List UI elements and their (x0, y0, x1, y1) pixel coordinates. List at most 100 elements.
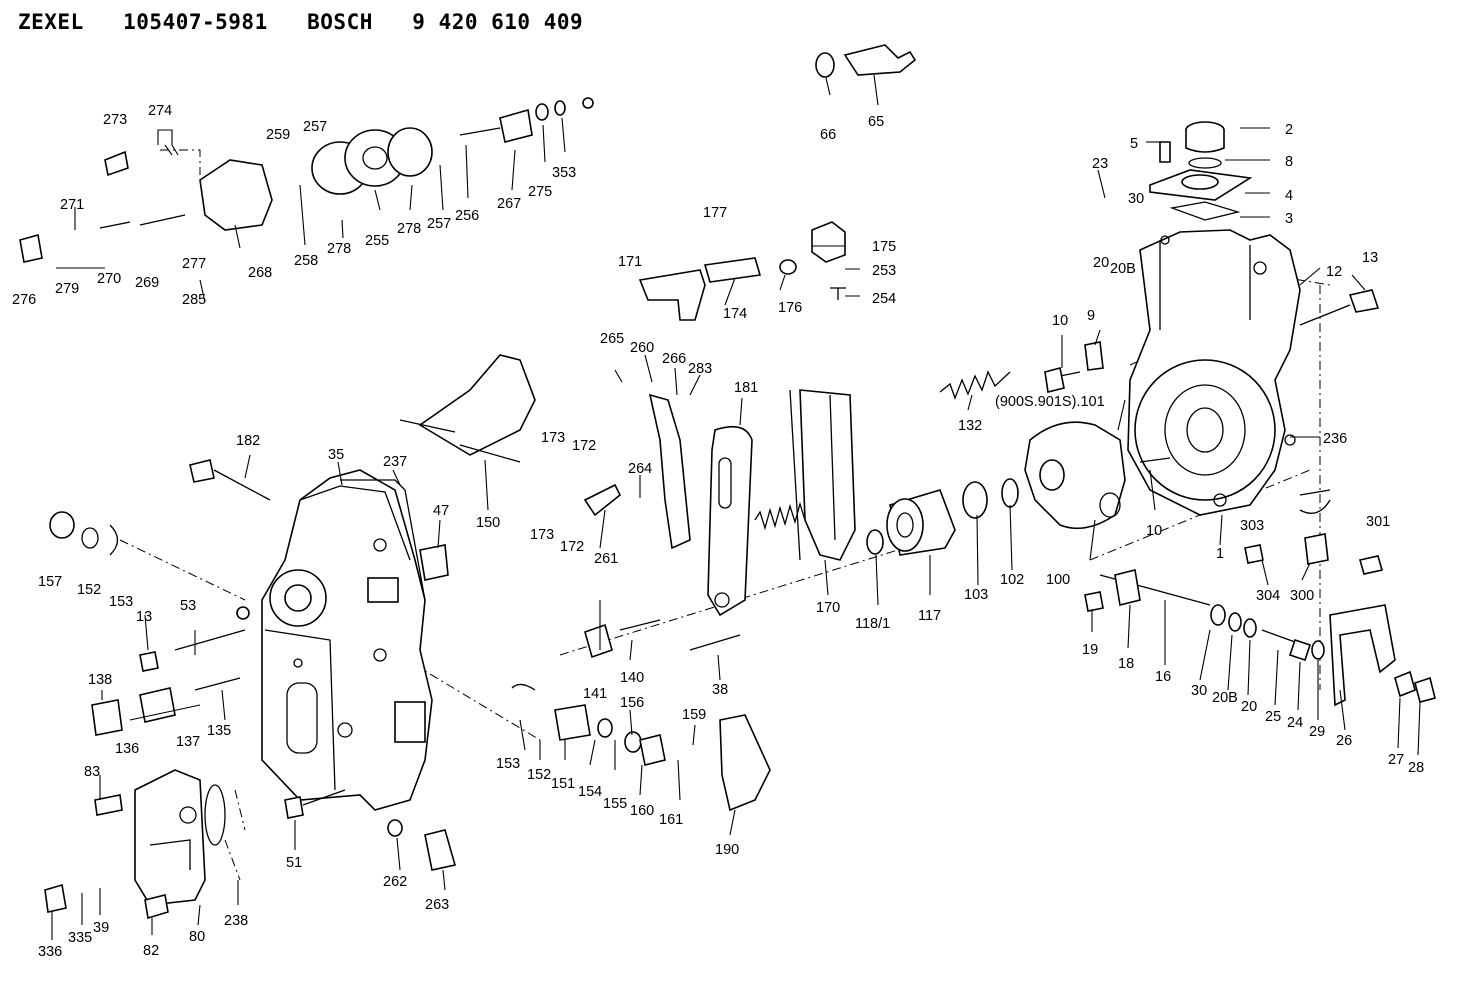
callout-159: 159 (682, 707, 706, 723)
callout-27: 27 (1388, 752, 1404, 768)
callout-20a: 20 (1093, 255, 1109, 271)
callout-1: 1 (1216, 546, 1224, 562)
callout-257b: 257 (427, 216, 451, 232)
callout-137: 137 (176, 734, 200, 750)
callout-182: 182 (236, 433, 260, 449)
callout-150: 150 (476, 515, 500, 531)
callout-10b: 10 (1146, 523, 1162, 539)
callout-9: 9 (1087, 308, 1095, 324)
callout-264: 264 (628, 461, 652, 477)
callout-152b: 152 (527, 767, 551, 783)
callout-260: 260 (630, 340, 654, 356)
callout-237: 237 (383, 454, 407, 470)
callout-83: 83 (84, 764, 100, 780)
callout-176: 176 (778, 300, 802, 316)
callout-261: 261 (594, 551, 618, 567)
callout-20b: 20 (1241, 699, 1257, 715)
callout-238: 238 (224, 913, 248, 929)
callout-156: 156 (620, 695, 644, 711)
callout-26: 26 (1336, 733, 1352, 749)
stop-lever (399, 354, 536, 463)
start-lever-linkage (583, 393, 691, 550)
callout-153a: 153 (109, 594, 133, 610)
callout-25: 25 (1265, 709, 1281, 725)
callout-278a: 278 (327, 241, 351, 257)
callout-13a: 13 (1362, 250, 1378, 266)
callout-300: 300 (1290, 588, 1314, 604)
callout-103: 103 (964, 587, 988, 603)
tension-lever (789, 389, 856, 561)
callout-265: 265 (600, 331, 624, 347)
callout-257a: 257 (303, 119, 327, 135)
callout-117: 117 (918, 608, 941, 624)
callout-175: 175 (872, 239, 896, 255)
callout-275: 275 (528, 184, 552, 200)
callout-262: 262 (383, 874, 407, 890)
callout-30b: 30 (1191, 683, 1207, 699)
switch-block (811, 221, 846, 300)
pump-body (1127, 229, 1301, 516)
callout-151: 151 (551, 776, 575, 792)
callout-268: 268 (248, 265, 272, 281)
callout-3: 3 (1285, 211, 1293, 227)
callout-173b: 173 (530, 527, 554, 543)
callout-65: 65 (868, 114, 884, 130)
callout-153b: 153 (496, 756, 520, 772)
callout-285: 285 (182, 292, 206, 308)
callout-172b: 172 (560, 539, 584, 555)
callout-2: 2 (1285, 122, 1293, 138)
callout-270: 270 (97, 271, 121, 287)
callout-28: 28 (1408, 760, 1424, 776)
callout-177: 177 (703, 205, 727, 221)
callout-136: 136 (115, 741, 139, 757)
callout-51: 51 (286, 855, 302, 871)
governor-spring (754, 501, 806, 531)
callout-258: 258 (294, 253, 318, 269)
callout-100: 100 (1046, 572, 1070, 588)
callout-266: 266 (662, 351, 686, 367)
callout-276: 276 (12, 292, 36, 308)
callout-8: 8 (1285, 154, 1293, 170)
callout-20Bb: 20B (1212, 690, 1238, 706)
callout-171: 171 (618, 254, 642, 270)
callout-141: 141 (583, 686, 607, 702)
callout-269: 269 (135, 275, 159, 291)
callout-155: 155 (603, 796, 627, 812)
callout-82: 82 (143, 943, 159, 959)
callout-30a: 30 (1128, 191, 1144, 207)
adjusting-screw-group (638, 257, 797, 321)
callout-24: 24 (1287, 715, 1303, 731)
callout-255: 255 (365, 233, 389, 249)
callout-140: 140 (620, 670, 644, 686)
callout-16: 16 (1155, 669, 1171, 685)
callout-271: 271 (60, 197, 84, 213)
callout-172a: 172 (572, 438, 596, 454)
callout-152a: 152 (77, 582, 101, 598)
callout-66: 66 (820, 127, 836, 143)
callout-259: 259 (266, 127, 290, 143)
callout-47: 47 (433, 503, 449, 519)
callout-29: 29 (1309, 724, 1325, 740)
callout-39: 39 (93, 920, 109, 936)
callout-263: 263 (425, 897, 449, 913)
callout-283: 283 (688, 361, 712, 377)
callout-5: 5 (1130, 136, 1138, 152)
callout-181: 181 (734, 380, 758, 396)
callout-160: 160 (630, 803, 654, 819)
callout-277: 277 (182, 256, 206, 272)
callout-118: 118/1 (855, 616, 890, 632)
callout-274: 274 (148, 103, 172, 119)
callout-101: (900S.901S).101 (995, 394, 1105, 410)
callout-170: 170 (816, 600, 840, 616)
callout-135: 135 (207, 723, 231, 739)
right-side-parts (1084, 489, 1436, 707)
misc-parts (189, 289, 1380, 871)
callout-173a: 173 (541, 430, 565, 446)
callout-23: 23 (1092, 156, 1108, 172)
callout-278b: 278 (397, 221, 421, 237)
callout-154: 154 (578, 784, 602, 800)
bottom-left-cover (44, 769, 226, 920)
callout-138: 138 (88, 672, 112, 688)
